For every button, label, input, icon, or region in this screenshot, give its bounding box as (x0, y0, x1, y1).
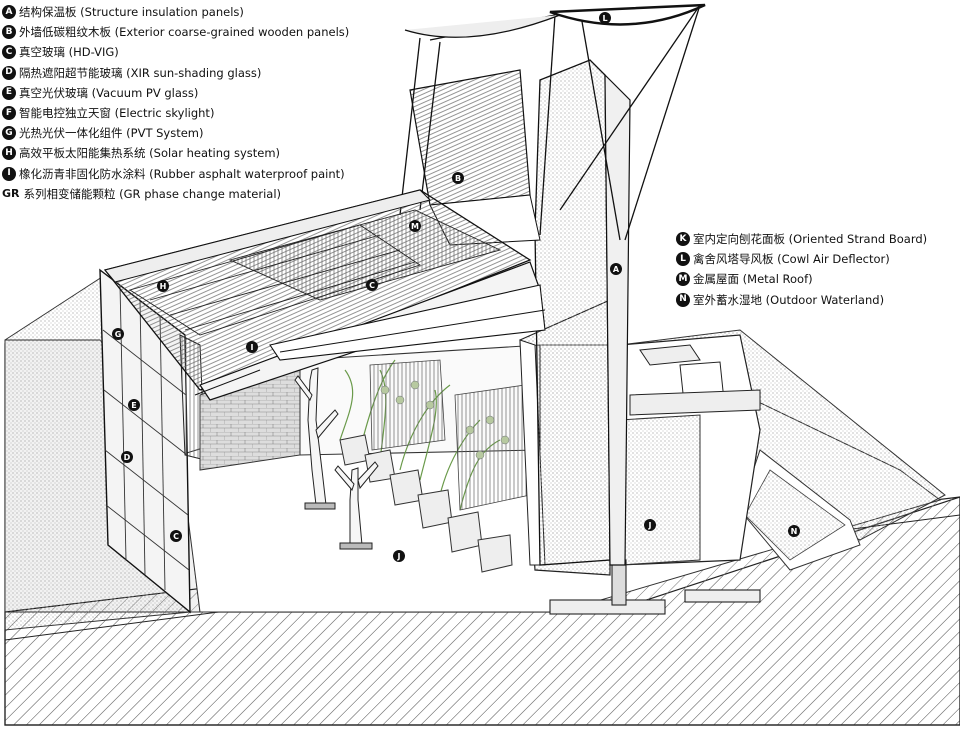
svg-text:L: L (602, 14, 607, 23)
svg-text:C: C (173, 532, 179, 541)
badge-L: L (599, 12, 611, 24)
svg-text:M: M (411, 222, 419, 231)
stepped-planter (339, 434, 513, 573)
wind-tower (399, 3, 706, 566)
svg-text:G: G (115, 330, 122, 339)
right-room (619, 334, 761, 566)
svg-text:J: J (397, 552, 401, 561)
badge-I: I (246, 341, 258, 353)
badge-D: D (121, 451, 133, 463)
badge-C2: C (170, 530, 182, 542)
badge-G: G (112, 328, 124, 340)
svg-text:H: H (160, 282, 167, 291)
svg-text:B: B (455, 174, 461, 183)
foundations (549, 559, 761, 615)
badge-B: B (452, 172, 464, 184)
svg-text:D: D (124, 453, 131, 462)
hanging-plant-screens (369, 359, 531, 511)
svg-text:C: C (369, 281, 375, 290)
bare-trees (294, 367, 379, 550)
badge-M: M (409, 220, 421, 232)
badge-H: H (157, 280, 169, 292)
badge-J-wall: J (644, 519, 656, 531)
badge-A: A (610, 263, 622, 275)
badge-E: E (128, 399, 140, 411)
label-badges: L B M C H I G E D C A J J N (112, 12, 800, 562)
badge-J-floor: J (393, 550, 405, 562)
svg-text:I: I (251, 343, 254, 352)
badge-C: C (366, 279, 378, 291)
svg-text:E: E (131, 401, 136, 410)
svg-text:A: A (613, 265, 620, 274)
svg-text:N: N (791, 527, 798, 536)
left-glass-wall (99, 268, 206, 614)
badge-N: N (788, 525, 800, 537)
svg-text:J: J (648, 521, 652, 530)
metal-roof (103, 189, 546, 401)
